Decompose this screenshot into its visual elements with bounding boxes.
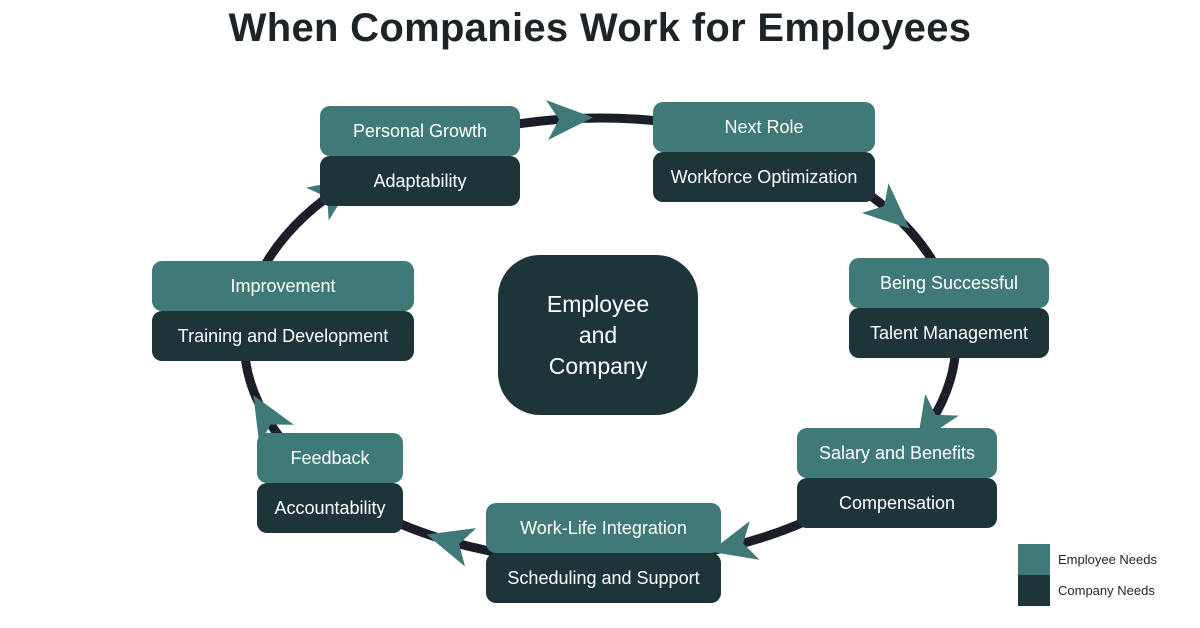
stage-feedback: Feedback Accountability [257, 433, 403, 533]
flow-arrow-icon-6 [253, 395, 294, 445]
stage-work-life-integration: Work-Life Integration Scheduling and Sup… [486, 503, 721, 603]
center-line-3: Company [548, 352, 648, 379]
stage-improvement: Improvement Training and Development [152, 261, 414, 361]
page-title: When Companies Work for Employees [228, 6, 972, 50]
stage-being-successful: Being Successful Talent Management [849, 258, 1049, 358]
flow-arrow-icon-5 [426, 528, 477, 567]
company-need-compensation: Compensation [797, 478, 997, 528]
stage-personal-growth: Personal Growth Adaptability [320, 106, 520, 206]
employee-need-salary-and-benefits: Salary and Benefits [797, 428, 997, 478]
employee-need-work-life-integration: Work-Life Integration [486, 503, 721, 553]
company-need-adaptability: Adaptability [320, 156, 520, 206]
company-need-accountability: Accountability [257, 483, 403, 533]
stage-salary-and-benefits: Salary and Benefits Compensation [797, 428, 997, 528]
legend-label-employee: Employee Needs [1058, 552, 1157, 567]
flow-arrow-icon-2 [861, 183, 910, 229]
company-need-scheduling-and-support: Scheduling and Support [486, 553, 721, 603]
legend-label-company: Company Needs [1058, 583, 1155, 598]
flow-arrow-icon-4 [710, 521, 760, 560]
company-need-talent-management: Talent Management [849, 308, 1049, 358]
employee-need-being-successful: Being Successful [849, 258, 1049, 308]
employee-need-improvement: Improvement [152, 261, 414, 311]
legend: Employee Needs Company Needs [1018, 544, 1157, 606]
legend-item-company: Company Needs [1018, 575, 1157, 606]
legend-swatch-employee [1018, 544, 1050, 575]
company-need-training-and-development: Training and Development [152, 311, 414, 361]
employee-need-feedback: Feedback [257, 433, 403, 483]
stage-next-role: Next Role Workforce Optimization [653, 102, 875, 202]
legend-item-employee: Employee Needs [1018, 544, 1157, 575]
company-need-workforce-optimization: Workforce Optimization [653, 152, 875, 202]
flow-arrow-icon-1 [545, 100, 593, 140]
center-line-2: and [578, 321, 618, 348]
employee-need-next-role: Next Role [653, 102, 875, 152]
legend-swatch-company [1018, 575, 1050, 606]
center-hub: Employee and Company [498, 255, 698, 415]
center-line-1: Employee [546, 290, 650, 317]
employee-need-personal-growth: Personal Growth [320, 106, 520, 156]
